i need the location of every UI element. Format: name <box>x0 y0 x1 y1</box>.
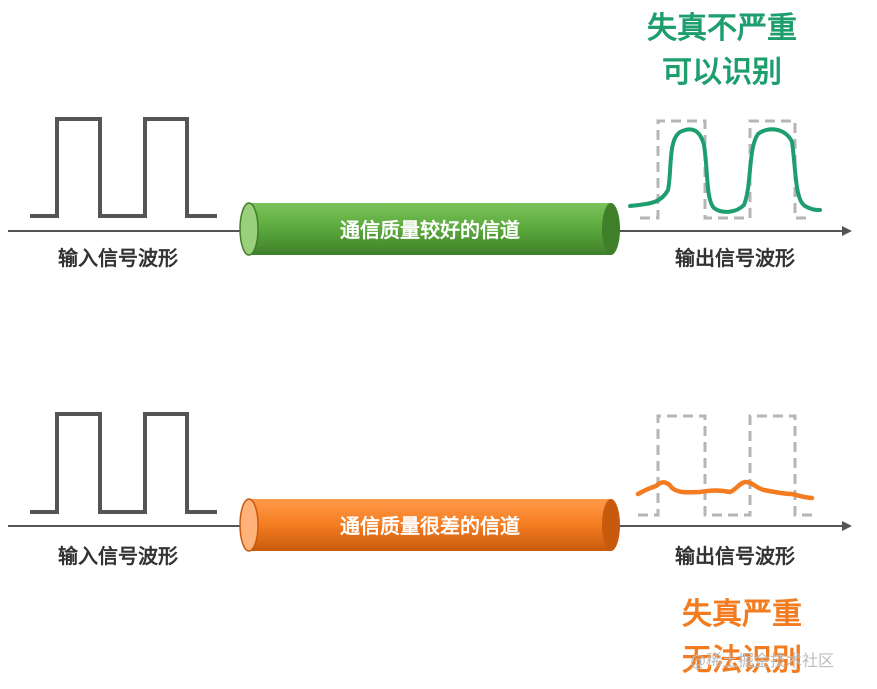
bottom-ghost-square-wave <box>638 414 815 517</box>
top-channel-label: 通信质量较好的信道 <box>340 218 520 242</box>
top-output-label: 输出信号波形 <box>675 246 795 270</box>
top-note-line2: 可以识别 <box>662 55 782 90</box>
top-row: 通信质量较好的信道 输入信号波形 输出信号波形 失真不严重 可以识别 <box>8 8 852 270</box>
top-input-square-wave <box>30 117 217 218</box>
top-note-line1: 失真不严重 <box>647 11 797 46</box>
bottom-input-square-wave <box>30 412 217 514</box>
bottom-input-label: 输入信号波形 <box>58 544 178 568</box>
bottom-channel-label: 通信质量很差的信道 <box>340 514 520 538</box>
bottom-note-line1: 失真严重 <box>682 597 802 632</box>
bottom-channel-cylinder: 通信质量很差的信道 <box>239 498 620 552</box>
bottom-output-label: 输出信号波形 <box>675 544 795 568</box>
top-channel-cylinder: 通信质量较好的信道 <box>239 202 620 256</box>
top-input-label: 输入信号波形 <box>58 246 178 270</box>
top-output-distorted-wave <box>628 127 822 214</box>
bottom-output-distorted-wave <box>635 479 815 501</box>
top-ghost-square-wave <box>640 119 812 220</box>
watermark: @稀土掘金技术社区 <box>690 651 835 670</box>
bottom-note-line2: 无法识别 <box>682 643 802 678</box>
bottom-row: 通信质量很差的信道 输入信号波形 输出信号波形 失真严重 无法识别 <box>8 412 852 681</box>
